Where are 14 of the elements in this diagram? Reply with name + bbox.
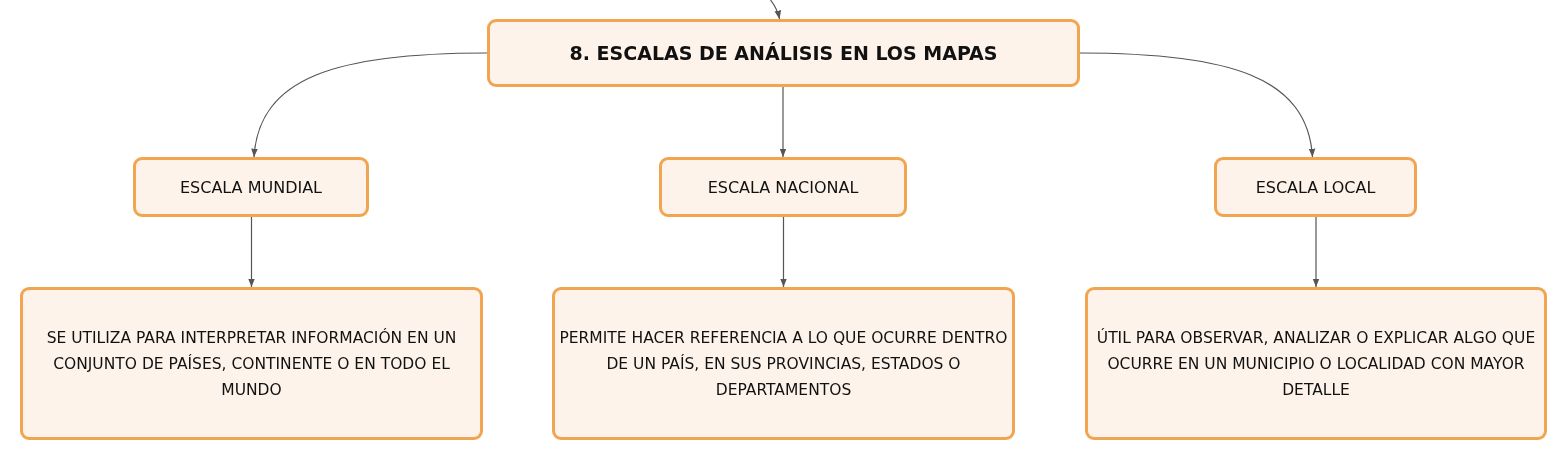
category-box: ESCALA MUNDIAL (133, 157, 369, 217)
connector-arrow (1312, 216, 1320, 288)
description-box: ÚTIL PARA OBSERVAR, ANALIZAR O EXPLICAR ALGO QUE OCURRE EN UN MUNICIPIO O LOCALIDAD CON MAYOR DETALLE (1085, 287, 1547, 440)
connector-arrow (769, 0, 781, 20)
connector-arrow (251, 52, 488, 158)
category-box: ESCALA NACIONAL (659, 157, 907, 217)
category-box: ESCALA LOCAL (1214, 157, 1417, 217)
title-box: 8. ESCALAS DE ANÁLISIS EN LOS MAPAS (487, 19, 1080, 87)
connector-arrow (1079, 52, 1315, 158)
description-box: PERMITE HACER REFERENCIA A LO QUE OCURRE DENTRO DE UN PAÍS, EN SUS PROVINCIAS, ESTADOS O DEPARTAMENTOS (552, 287, 1015, 440)
connector-arrow (248, 216, 255, 288)
connector-arrow (779, 86, 787, 158)
connector-arrow (780, 216, 787, 288)
description-box: SE UTILIZA PARA INTERPRETAR INFORMACIÓN EN UN CONJUNTO DE PAÍSES, CONTINENTE O EN TODO EL MUNDO (20, 287, 483, 440)
